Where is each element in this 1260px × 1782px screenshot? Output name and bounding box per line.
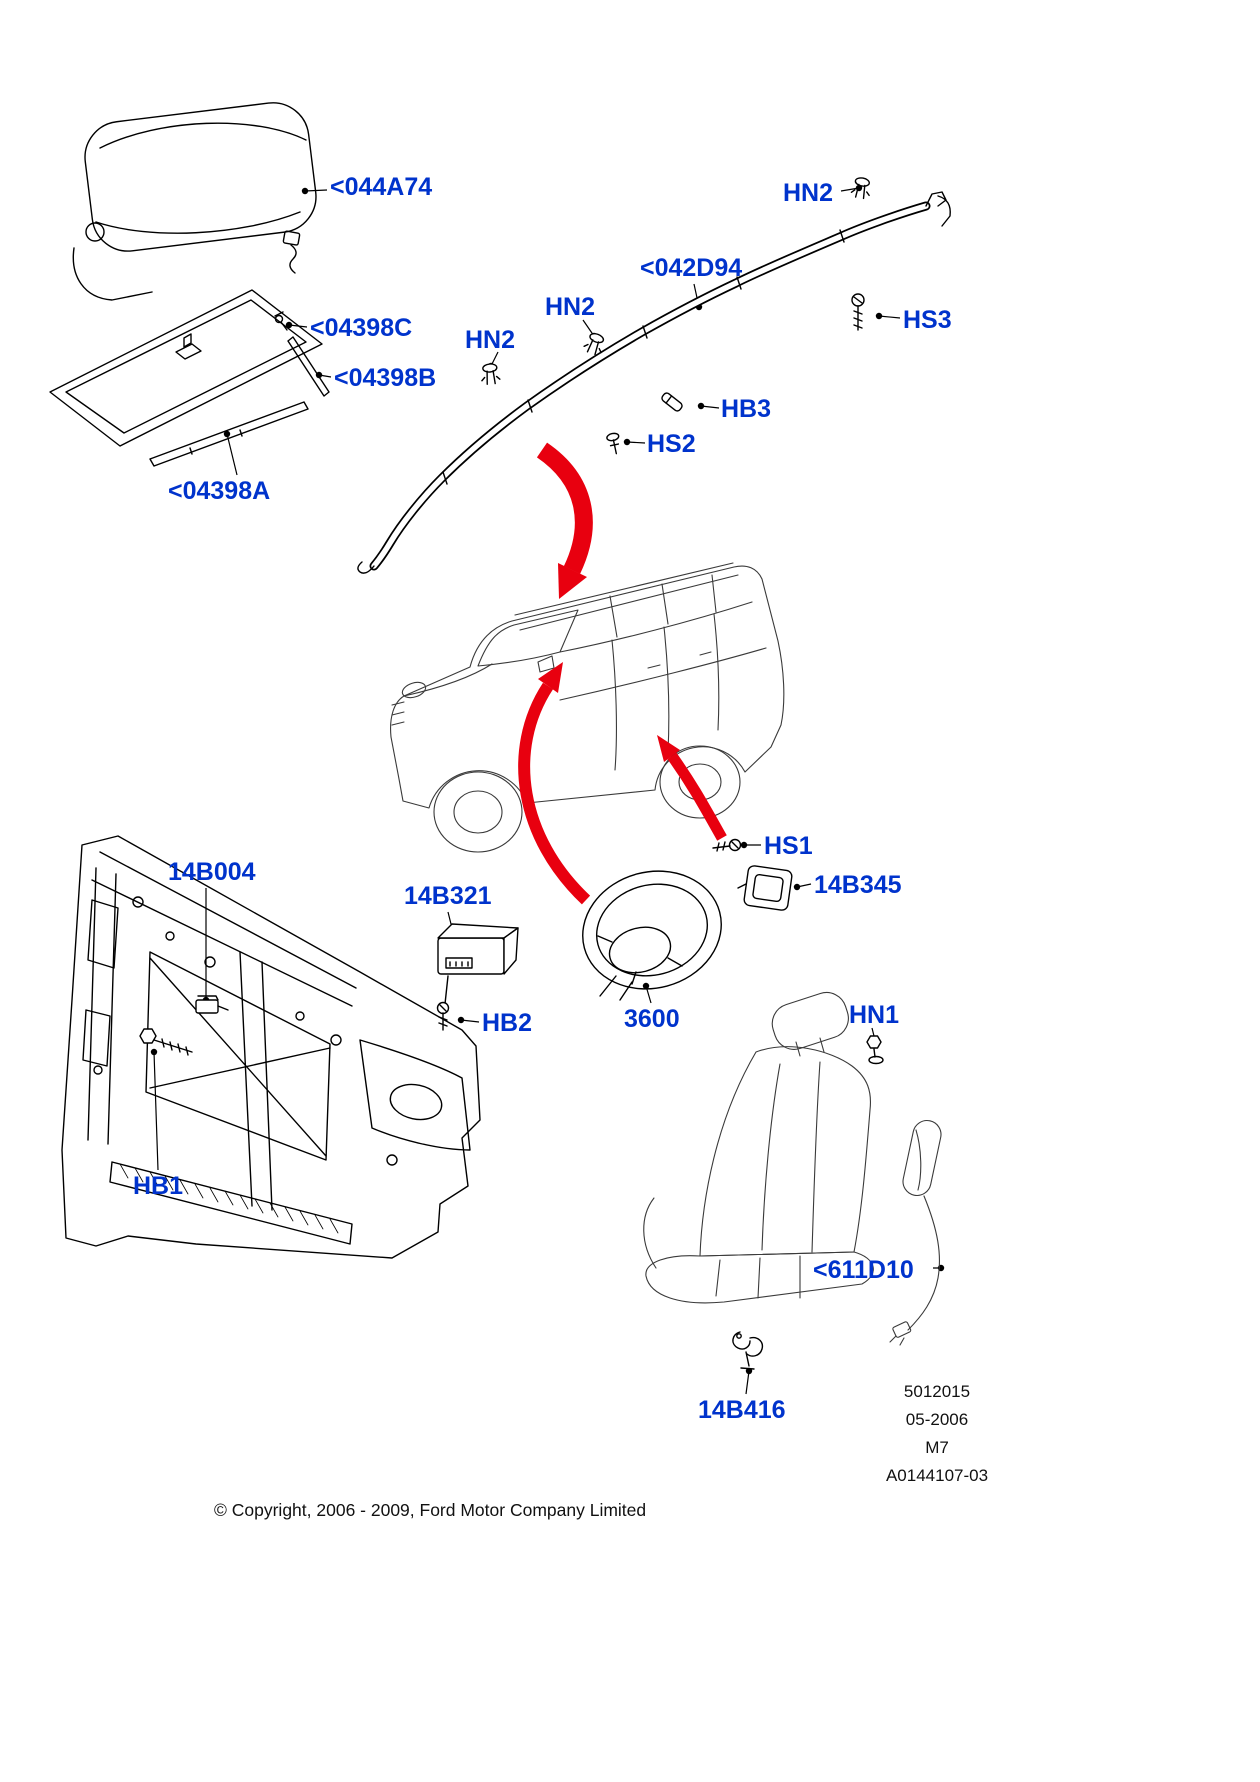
flow-arrows	[518, 442, 727, 905]
buckle-switch-illustration	[732, 1331, 764, 1370]
label-04398C: <04398C	[310, 314, 413, 342]
passenger-airbag-illustration	[72, 102, 317, 301]
hs1-screw-icon	[712, 838, 742, 852]
leader-lines	[150, 184, 945, 1395]
radiator-support-illustration	[61, 835, 481, 1259]
rcm-module-illustration	[436, 923, 519, 1031]
ref-code: M7	[925, 1438, 949, 1457]
copyright-text: © Copyright, 2006 - 2009, Ford Motor Com…	[214, 1500, 647, 1520]
label-hb2: HB2	[482, 1009, 533, 1037]
panel-frame-illustration	[49, 289, 330, 467]
label-044A74: <044A74	[330, 173, 433, 201]
label-hs2: HS2	[647, 430, 696, 458]
crash-sensor-14B004	[195, 995, 229, 1014]
label-hn2-3: HN2	[465, 326, 516, 354]
curtain-airbag-illustration	[357, 191, 951, 574]
side-sensor-illustration	[712, 838, 793, 911]
label-042D94: <042D94	[640, 254, 743, 282]
label-14B416: 14B416	[698, 1396, 786, 1424]
label-hn2-1: HN2	[783, 179, 834, 207]
seat-illustration	[643, 991, 942, 1346]
hn1-nut-icon	[866, 1035, 884, 1065]
label-3600: 3600	[624, 1005, 680, 1033]
label-hs3: HS3	[903, 306, 952, 334]
hs2-clip-icon	[606, 432, 620, 455]
ref-date: 05-2006	[905, 1410, 969, 1429]
label-04398A: <04398A	[168, 477, 271, 505]
label-14B004: 14B004	[168, 858, 256, 886]
hb1-bolt-icon	[139, 1028, 193, 1056]
ref-drawing-number: A0144107-03	[885, 1466, 989, 1485]
fastener-icons	[481, 177, 870, 455]
label-hs1: HS1	[764, 832, 813, 860]
label-14B345: 14B345	[814, 871, 902, 899]
hs3-screw-icon	[851, 293, 865, 331]
label-hb1: HB1	[133, 1172, 184, 1200]
steering-wheel-illustration	[582, 870, 722, 1001]
label-611D10: <611D10	[813, 1256, 914, 1284]
label-04398B: <04398B	[334, 364, 437, 392]
label-hn1: HN1	[849, 1001, 900, 1029]
label-hn2-2: HN2	[545, 293, 596, 321]
hb3-bolt-icon	[661, 392, 683, 412]
label-hb3: HB3	[721, 395, 772, 423]
reference-block: 5012015 05-2006 M7 A0144107-03	[872, 1378, 1002, 1490]
ref-part-number: 5012015	[903, 1382, 971, 1401]
label-14B321: 14B321	[404, 882, 492, 910]
vehicle-illustration	[390, 562, 785, 853]
hb2-bolt-icon	[436, 1001, 450, 1031]
